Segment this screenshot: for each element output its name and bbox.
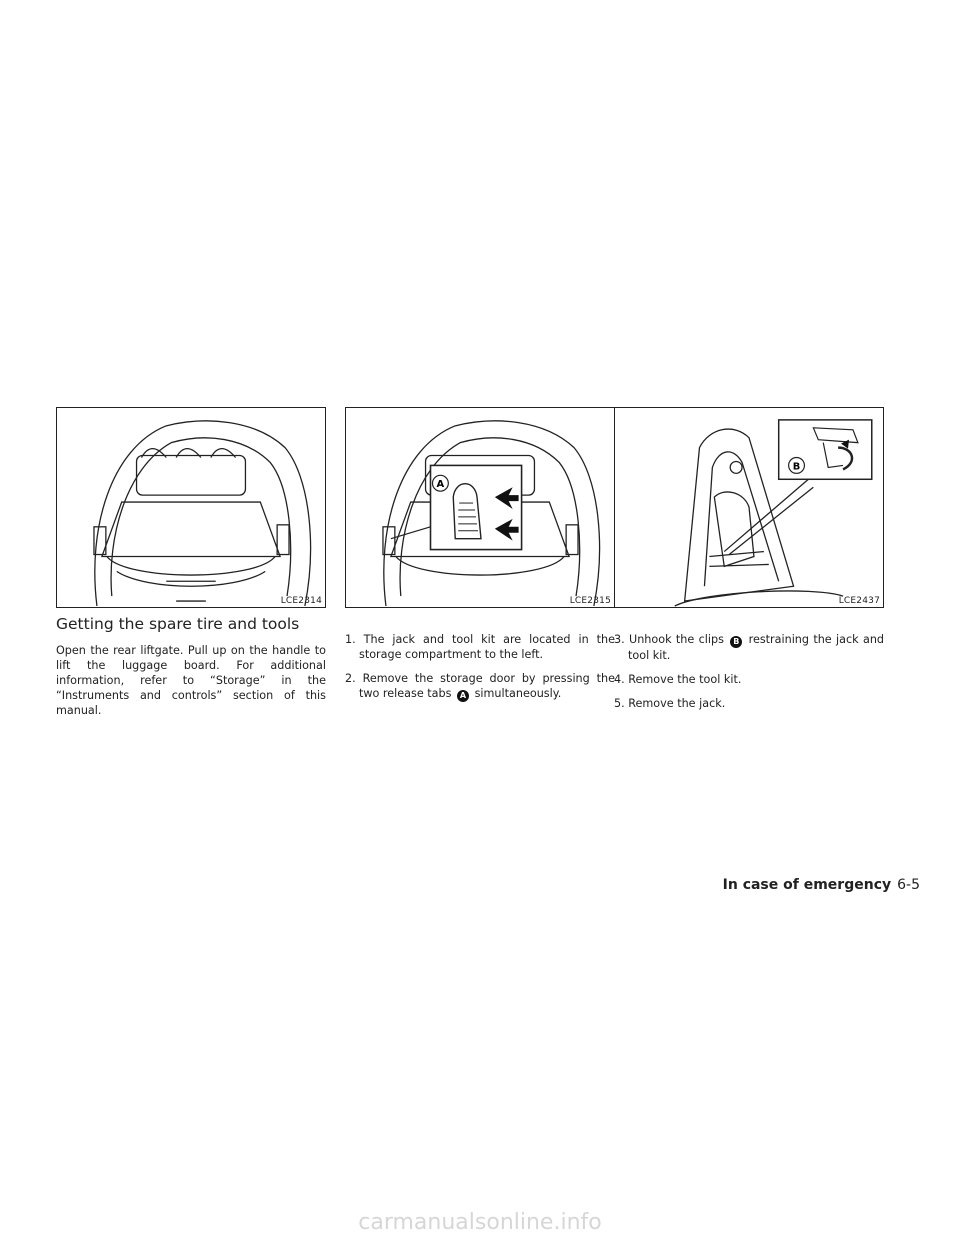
callout-b-label: B	[793, 461, 801, 472]
step-text: Unhook the clips	[629, 633, 724, 646]
step-number: 5.	[614, 697, 625, 710]
step-2: 2. Remove the storage door by pressing t…	[345, 671, 615, 702]
step-number: 1.	[345, 633, 356, 646]
intro-paragraph: Open the rear liftgate. Pull up on the h…	[56, 644, 326, 717]
step-text: Remove the storage door by pressing the …	[359, 672, 615, 700]
steps-column-1: 1. The jack and tool kit are located in …	[345, 632, 615, 711]
step-3: 3. Unhook the clips B restraining the ja…	[614, 632, 884, 663]
step-text: Remove the tool kit.	[628, 673, 742, 686]
page-number: 6-5	[897, 877, 920, 893]
step-text-after: simultaneously.	[474, 687, 562, 700]
callout-b-marker: B	[730, 636, 743, 648]
jack-clips-illustration: B	[674, 419, 873, 607]
step-5: 5. Remove the jack.	[614, 696, 884, 711]
step-text: Remove the jack.	[628, 697, 726, 710]
watermark: carmanualsonline.info	[358, 1210, 602, 1235]
step-4: 4. Remove the tool kit.	[614, 672, 884, 687]
figure-storage-door: A LCE2315	[345, 407, 615, 608]
figure-code: LCE2315	[569, 596, 611, 606]
callout-a-label: A	[437, 479, 445, 490]
figure-code: LCE2437	[838, 596, 880, 606]
step-number: 3.	[614, 633, 625, 646]
cargo-area-illustration	[93, 420, 312, 607]
footer-section-name: In case of emergency	[722, 877, 892, 893]
figure-cargo-area: LCE2314	[56, 407, 326, 608]
step-text-after: restraining the jack and tool kit.	[628, 633, 885, 662]
step-number: 4.	[614, 673, 625, 686]
steps-column-2: 3. Unhook the clips B restraining the ja…	[614, 632, 884, 720]
callout-a-marker: A	[457, 690, 470, 702]
step-text: The jack and tool kit are located in the…	[359, 633, 615, 661]
intro-column: Getting the spare tire and tools Open th…	[56, 615, 326, 718]
step-1: 1. The jack and tool kit are located in …	[345, 632, 615, 662]
figure-jack-clips: B LCE2437	[614, 407, 884, 608]
page-footer: In case of emergency 6-5	[723, 877, 920, 893]
section-title: Getting the spare tire and tools	[56, 615, 300, 633]
storage-door-illustration: A	[382, 420, 601, 607]
figure-code: LCE2314	[280, 596, 322, 606]
step-number: 2.	[345, 672, 356, 685]
